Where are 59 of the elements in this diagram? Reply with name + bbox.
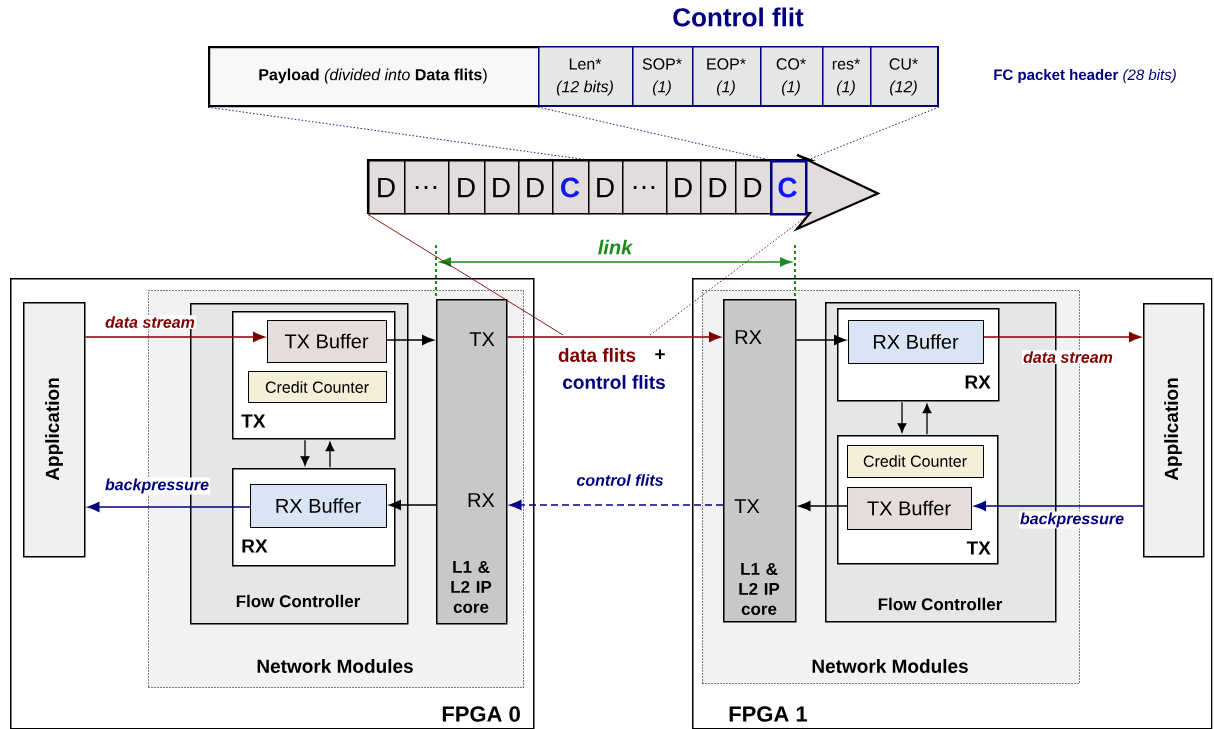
header-field: res* (1) <box>822 46 872 107</box>
flow-label: data flits <box>558 348 636 362</box>
arrow <box>506 332 722 342</box>
header-caption: FC packet header (28 bits) <box>994 69 1176 83</box>
flit-cell: C <box>770 160 808 216</box>
arrow <box>509 500 724 510</box>
application-box: Application <box>23 302 86 558</box>
arrow <box>388 500 437 510</box>
header-field: SOP* (1) <box>632 46 694 107</box>
flit-cell: … <box>622 160 668 215</box>
flit-cell: … <box>404 160 450 215</box>
flit-cell: D <box>700 160 737 215</box>
ip-core-box: TX RX L1 & L2 IP core <box>436 299 508 625</box>
arrow <box>973 501 1144 511</box>
flit-cell: D <box>518 160 554 215</box>
arrow <box>798 501 848 511</box>
flit-cell: D <box>484 160 520 215</box>
zoom-line <box>207 106 589 161</box>
application-box: Application <box>1143 303 1205 558</box>
arrow <box>386 335 435 345</box>
edge-label: control flits <box>576 474 663 486</box>
header-field: EOP* (1) <box>692 46 762 107</box>
flit-cell: D <box>666 160 702 215</box>
buffer-box: RX Buffer <box>848 320 984 364</box>
flit-cell: D <box>588 160 624 215</box>
flit-cell: D <box>448 160 486 215</box>
buffer-box: TX Buffer <box>847 487 972 530</box>
arrow <box>84 332 266 342</box>
buffer-box: TX Buffer <box>267 320 387 363</box>
edge-label: backpressure <box>105 478 209 494</box>
edge-label: backpressure <box>1020 512 1124 528</box>
edge-label: data stream <box>105 316 195 328</box>
flow-label: + <box>655 349 665 360</box>
arrow <box>983 332 1142 342</box>
header-field: Len* (12 bits) <box>538 46 634 107</box>
header-field: CO* (1) <box>760 46 824 107</box>
arrow <box>795 335 847 345</box>
node-label: Control flit <box>673 7 804 27</box>
zoom-line <box>537 106 771 161</box>
ip-core-box: RX TX L1 & L2 IP core <box>723 299 797 623</box>
payload-field: Payload (divided into Data flits) <box>208 46 541 108</box>
flow-label: control flits <box>563 375 665 389</box>
header-field: CU* (12) <box>870 46 939 107</box>
zoom-line <box>367 214 564 336</box>
buffer-box: RX Buffer <box>250 484 387 528</box>
edge-label: data stream <box>1023 351 1113 363</box>
flit-cell: D <box>735 160 772 215</box>
flit-cell: C <box>552 160 590 215</box>
counter-box: Credit Counter <box>847 445 984 478</box>
arrow <box>325 441 335 468</box>
arrow <box>300 439 310 466</box>
arrow <box>897 401 907 433</box>
flit-cell: D <box>368 160 406 215</box>
arrow <box>87 502 251 512</box>
counter-box: Credit Counter <box>248 371 387 403</box>
zoom-line <box>807 106 940 161</box>
zoom-line <box>649 215 808 336</box>
dimension-label: link <box>598 239 634 255</box>
arrow <box>922 403 932 435</box>
